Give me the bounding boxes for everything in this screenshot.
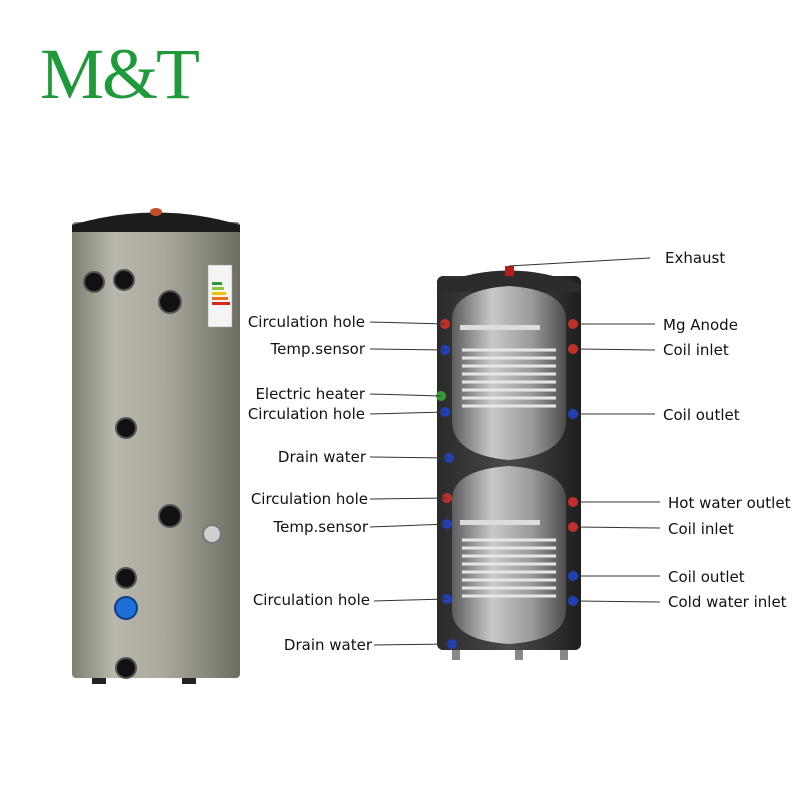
label-circulation-hole-2: Circulation hole <box>247 405 365 423</box>
label-temp-sensor-1: Temp.sensor <box>270 340 365 358</box>
label-coil-inlet-1: Coil inlet <box>663 341 729 359</box>
port-markers <box>436 319 578 649</box>
label-cold-water-inlet: Cold water inlet <box>668 593 787 611</box>
label-circulation-hole-3: Circulation hole <box>250 490 368 508</box>
label-exhaust: Exhaust <box>665 249 726 267</box>
label-coil-outlet-2: Coil outlet <box>668 568 745 586</box>
label-mg-anode: Mg Anode <box>663 316 738 334</box>
label-coil-inlet-2: Coil inlet <box>668 520 734 538</box>
label-circulation-hole-4: Circulation hole <box>252 591 370 609</box>
label-temp-sensor-2: Temp.sensor <box>273 518 368 536</box>
leader-lines <box>369 257 661 646</box>
cutaway-tank <box>437 266 581 660</box>
water-tank-photo <box>72 208 240 684</box>
label-drain-water-2: Drain water <box>283 636 372 654</box>
label-circulation-hole-1: Circulation hole <box>247 313 365 331</box>
label-hot-water-outlet: Hot water outlet <box>668 494 791 512</box>
label-coil-outlet-1: Coil outlet <box>663 406 740 424</box>
brand-logo: M&T <box>40 34 200 114</box>
label-electric-heater: Electric heater <box>255 385 365 403</box>
label-drain-water-1: Drain water <box>277 448 366 466</box>
